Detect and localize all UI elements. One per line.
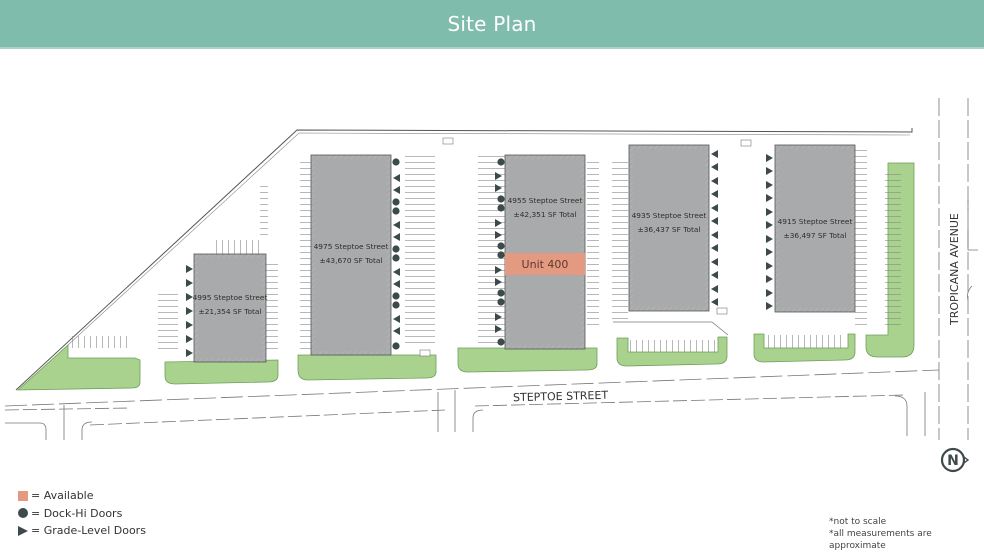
available-swatch-icon	[18, 490, 28, 501]
building-4915[interactable]	[774, 144, 856, 313]
parking-stalls	[72, 150, 901, 352]
building-4955-area: ±42,351 SF Total	[514, 210, 577, 219]
legend-grade-level: = Grade-Level Doors	[18, 522, 146, 540]
building-4995-address: 4995 Steptoe Street	[193, 293, 268, 302]
north-arrow-icon: N	[940, 447, 970, 473]
legend-dock-hi-label: = Dock-Hi Doors	[31, 506, 123, 520]
building-4915-area: ±36,497 SF Total	[784, 231, 847, 240]
steptoe-street-label: STEPTOE STREET	[513, 389, 609, 404]
building-4995-area: ±21,354 SF Total	[199, 307, 262, 316]
legend-dock-hi: = Dock-Hi Doors	[18, 505, 146, 523]
available-unit-400	[505, 253, 585, 275]
property-boundary	[15, 128, 913, 391]
header-bar: Site Plan	[0, 0, 984, 49]
building-4935-area: ±36,437 SF Total	[638, 225, 701, 234]
site-fixtures	[419, 137, 752, 357]
building-4955-address: 4955 Steptoe Street	[508, 196, 583, 205]
building-4995[interactable]	[193, 253, 267, 363]
grade-level-triangle-icon	[18, 525, 28, 536]
building-4975-area: ±43,670 SF Total	[320, 256, 383, 265]
building-4975-address: 4975 Steptoe Street	[314, 242, 389, 251]
steptoe-street-lines	[4, 369, 940, 440]
building-4935-address: 4935 Steptoe Street	[632, 211, 707, 220]
note-approximate: *all measurements are approximate	[829, 529, 932, 551]
footnotes: *not to scale *all measurements are appr…	[829, 516, 984, 552]
building-4935[interactable]	[628, 144, 710, 312]
tropicana-avenue-lines	[938, 98, 978, 440]
legend-available: = Available	[18, 487, 146, 505]
grade-level-doors	[186, 150, 773, 357]
page-title: Site Plan	[447, 11, 537, 36]
dock-hi-doors	[392, 158, 505, 350]
legend-grade-level-label: = Grade-Level Doors	[31, 524, 146, 538]
building-4955[interactable]	[504, 154, 586, 350]
tropicana-avenue-label: TROPICANA AVENUE	[948, 213, 961, 326]
dock-hi-circle-icon	[18, 508, 28, 519]
note-not-to-scale: *not to scale	[829, 517, 887, 527]
legend: = Available = Dock-Hi Doors = Grade-Leve…	[18, 487, 146, 540]
unit-400-label: Unit 400	[522, 258, 569, 271]
building-4915-address: 4915 Steptoe Street	[778, 217, 853, 226]
building-4975[interactable]	[310, 154, 392, 356]
svg-text:N: N	[947, 453, 959, 469]
legend-available-label: = Available	[31, 489, 94, 503]
